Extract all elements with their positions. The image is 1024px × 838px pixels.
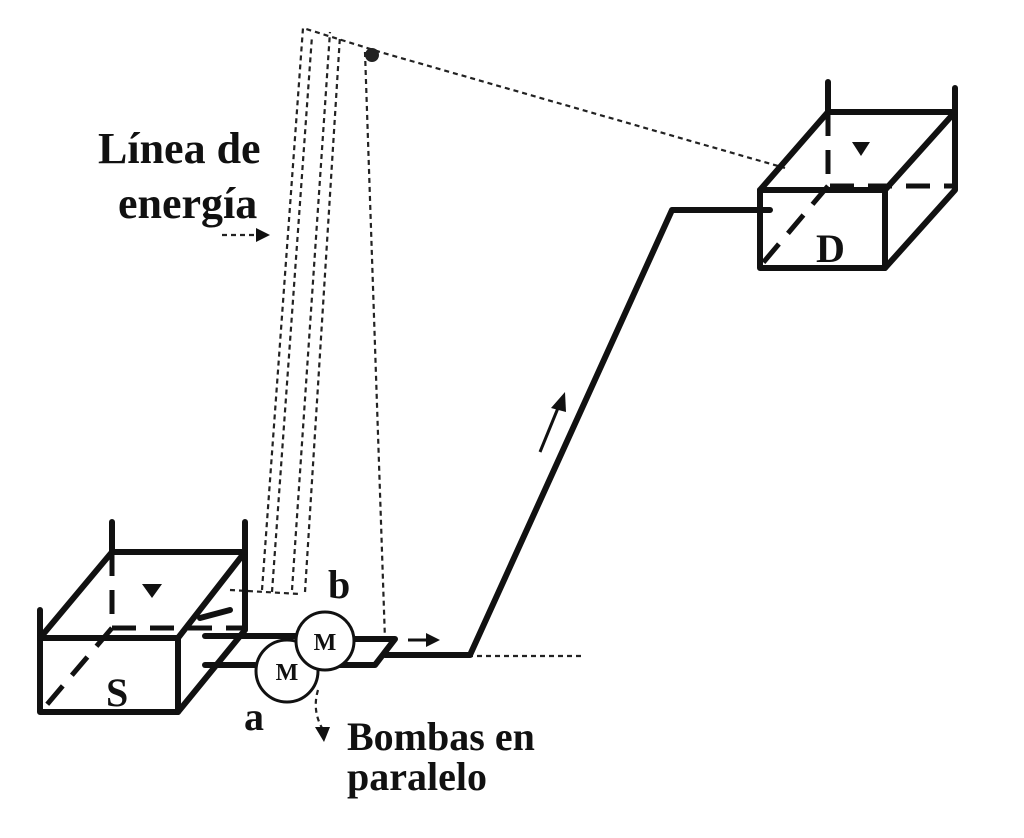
point-a-label: a [244, 694, 264, 739]
flow-arrow-horizontal [408, 633, 440, 647]
pump-a-symbol: M [276, 660, 299, 686]
destination-tank-label: D [816, 226, 845, 271]
pumps-label-line1: Bombas en [347, 714, 535, 759]
pumps-label-line2: paralelo [347, 754, 487, 799]
pump-b-symbol: M [314, 630, 337, 656]
pumps-pointer-arrow [314, 689, 330, 742]
point-b-label: b [328, 562, 350, 607]
flow-arrow-rising [538, 392, 566, 453]
flow-arrows [222, 228, 566, 742]
energy-line [229, 26, 786, 658]
energy-line-arrow [222, 228, 270, 242]
energy-line-label-line2: energía [118, 179, 257, 228]
destination-tank [757, 79, 958, 271]
piping [202, 207, 773, 668]
source-tank-label: S [106, 670, 128, 715]
energy-line-peak-marker [365, 48, 379, 62]
water-level-icon [142, 584, 162, 598]
water-level-icon [852, 142, 870, 156]
pump-b: M [294, 610, 356, 672]
energy-line-label-line1: Línea de [98, 124, 261, 173]
source-tank [37, 519, 248, 715]
